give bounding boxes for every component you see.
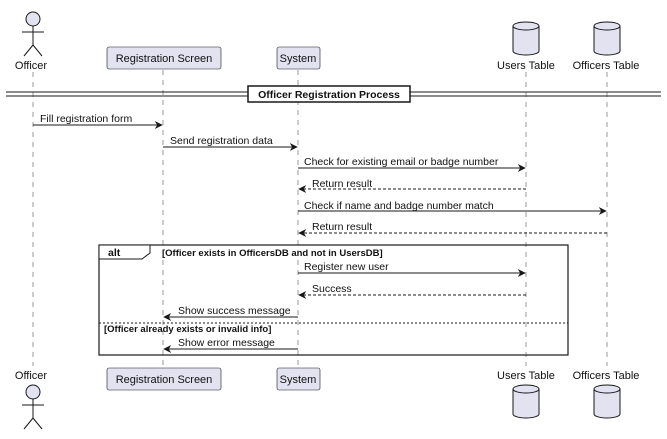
message-10-label: Show error message bbox=[178, 337, 275, 349]
message-6-label: Return result bbox=[312, 221, 372, 233]
divider bbox=[6, 85, 661, 103]
alt-fragment-keyword: alt bbox=[108, 247, 121, 259]
message-8-label: Success bbox=[312, 283, 352, 295]
database-icon-officers-bottom bbox=[593, 384, 621, 419]
participant-registration-screen-top-label: Registration Screen bbox=[116, 53, 213, 65]
participant-system-bottom bbox=[276, 367, 321, 391]
database-icon-users-bottom bbox=[512, 384, 540, 419]
participant-officer-bottom-label: Officer bbox=[15, 370, 48, 382]
message-2-label: Send registration data bbox=[170, 135, 273, 147]
alt-fragment bbox=[98, 244, 569, 356]
participant-system-top bbox=[276, 46, 321, 70]
alt-fragment-guard-1: [Officer exists in OfficersDB and not in… bbox=[162, 248, 383, 259]
participant-officers-table-bottom-label: Officers Table bbox=[573, 370, 640, 382]
message-7-label: Register new user bbox=[304, 261, 389, 273]
participant-system-top-label: System bbox=[280, 53, 317, 65]
participant-system-bottom-label: System bbox=[280, 374, 317, 386]
message-3-label: Check for existing email or badge number bbox=[304, 156, 499, 168]
divider-title: Officer Registration Process bbox=[258, 89, 400, 101]
officer-actor-bottom bbox=[22, 384, 44, 430]
message-4-label: Return result bbox=[312, 178, 372, 190]
participant-registration-screen-bottom-label: Registration Screen bbox=[116, 374, 213, 386]
message-9-label: Show success message bbox=[178, 305, 291, 317]
participant-registration-screen-bottom bbox=[106, 367, 222, 391]
message-1-label: Fill registration form bbox=[40, 113, 132, 125]
participant-users-table-top-label: Users Table bbox=[497, 60, 555, 72]
participant-officers-table-top-label: Officers Table bbox=[573, 60, 640, 72]
participant-registration-screen-top bbox=[106, 46, 222, 70]
alt-fragment-tab bbox=[98, 244, 151, 260]
message-5-label: Check if name and badge number match bbox=[304, 200, 494, 212]
database-icon-officers-top bbox=[593, 21, 621, 56]
database-icon-users-top bbox=[512, 21, 540, 56]
participant-officer-top-label: Officer bbox=[15, 60, 48, 72]
alt-fragment-guard-2: [Officer already exists or invalid info] bbox=[104, 324, 271, 335]
officer-actor-top bbox=[22, 11, 44, 57]
participant-users-table-bottom-label: Users Table bbox=[497, 370, 555, 382]
